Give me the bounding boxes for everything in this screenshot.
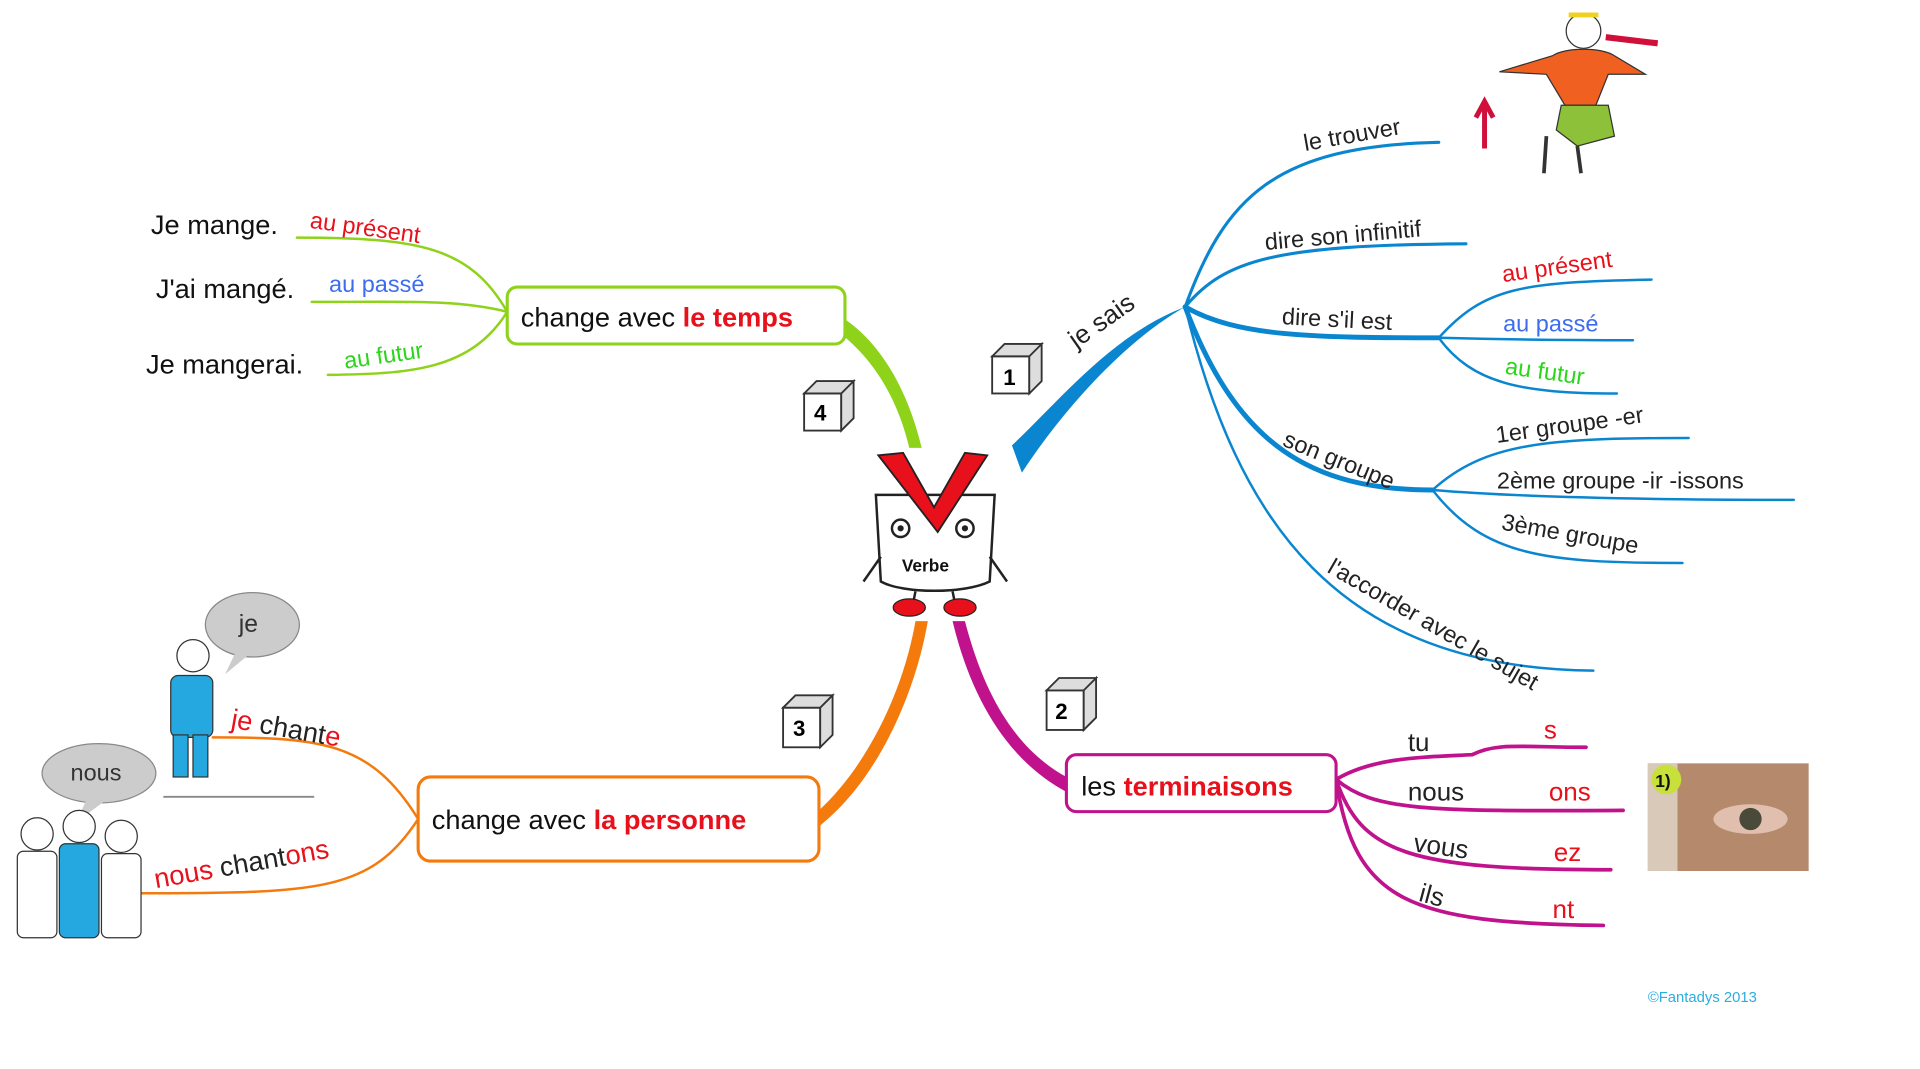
cube-1: 1 <box>989 341 1044 396</box>
node-la-personne-label: change avec la personne <box>432 804 747 835</box>
node-terminaisons[interactable] <box>1064 753 1338 814</box>
ending-s: s <box>1544 715 1557 745</box>
example-nous-chantons: nous chantons <box>152 833 332 894</box>
label-groupe-2: 2ème groupe -ir -issons <box>1497 468 1744 494</box>
line-infinitif <box>1183 242 1468 309</box>
node-le-temps[interactable] <box>505 285 847 346</box>
person-je-illustration: je <box>170 592 300 778</box>
label-au-futur: au futur <box>1504 353 1587 390</box>
node-terminaisons-label: les terminaisons <box>1081 771 1293 802</box>
v-logo-icon <box>876 451 989 534</box>
label-dire-s-il-est: dire s'il est <box>1281 303 1393 335</box>
branch-je-sais: je sais le trouver dire son infinitif di… <box>1011 113 1796 695</box>
line-dire-s-il-est <box>1182 304 1442 341</box>
copyright: ©Fantadys 2013 <box>1648 990 1757 1006</box>
sentence-present: Je mange. <box>151 209 278 240</box>
cube-3: 3 <box>780 693 835 750</box>
tense-futur: au futur <box>342 337 425 374</box>
center-label: Verbe <box>902 556 949 576</box>
line-son-groupe <box>1182 304 1436 493</box>
cube-4: 4 <box>801 378 856 433</box>
example-je-chante: je chante <box>228 703 343 753</box>
pronoun-ils: ils <box>1416 878 1447 913</box>
pronoun-nous: nous <box>1408 776 1464 806</box>
ending-ez: ez <box>1554 837 1581 867</box>
label-au-passe: au passé <box>1503 311 1598 337</box>
cube-number: 3 <box>793 716 805 741</box>
bubble-je: je <box>238 611 258 638</box>
tense-present: au présent <box>309 207 423 248</box>
sentence-futur: Je mangerai. <box>146 349 303 380</box>
arrow-up-icon <box>1473 96 1496 149</box>
branch-le-temps: change avec le temps Je mange. au présen… <box>146 207 922 448</box>
bubble-nous: nous <box>71 760 122 786</box>
jumping-kid-illustration <box>1473 12 1659 174</box>
sentence-passe: J'ai mangé. <box>156 273 294 304</box>
verbe-mascot: Verbe <box>862 451 1009 617</box>
line-accorder <box>1183 305 1595 672</box>
node-le-temps-label: change avec le temps <box>521 302 793 333</box>
pronoun-tu: tu <box>1408 727 1430 757</box>
ending-ons: ons <box>1549 776 1591 806</box>
node-la-personne[interactable] <box>416 775 821 863</box>
tense-passe: au passé <box>329 271 424 297</box>
main-branch-blue <box>1011 306 1186 473</box>
eye-photo: 1) <box>1647 763 1809 871</box>
cube-2: 2 <box>1044 675 1099 733</box>
branch-terminaisons: les terminaisons tu s nous ons vous ez i… <box>952 621 1809 928</box>
line-le-trouver <box>1183 140 1441 309</box>
cube-number: 1 <box>1003 365 1015 390</box>
pronoun-vous: vous <box>1412 827 1471 864</box>
cube-number: 2 <box>1055 699 1067 724</box>
ending-nt: nt <box>1553 894 1575 924</box>
photo-badge: 1) <box>1655 771 1670 791</box>
cube-number: 4 <box>814 401 827 426</box>
group-nous-illustration: nous <box>16 742 157 939</box>
branch-la-personne: change avec la personne je chante nous c… <box>16 592 928 939</box>
label-accorder: l'accorder avec le sujet <box>1324 553 1544 695</box>
